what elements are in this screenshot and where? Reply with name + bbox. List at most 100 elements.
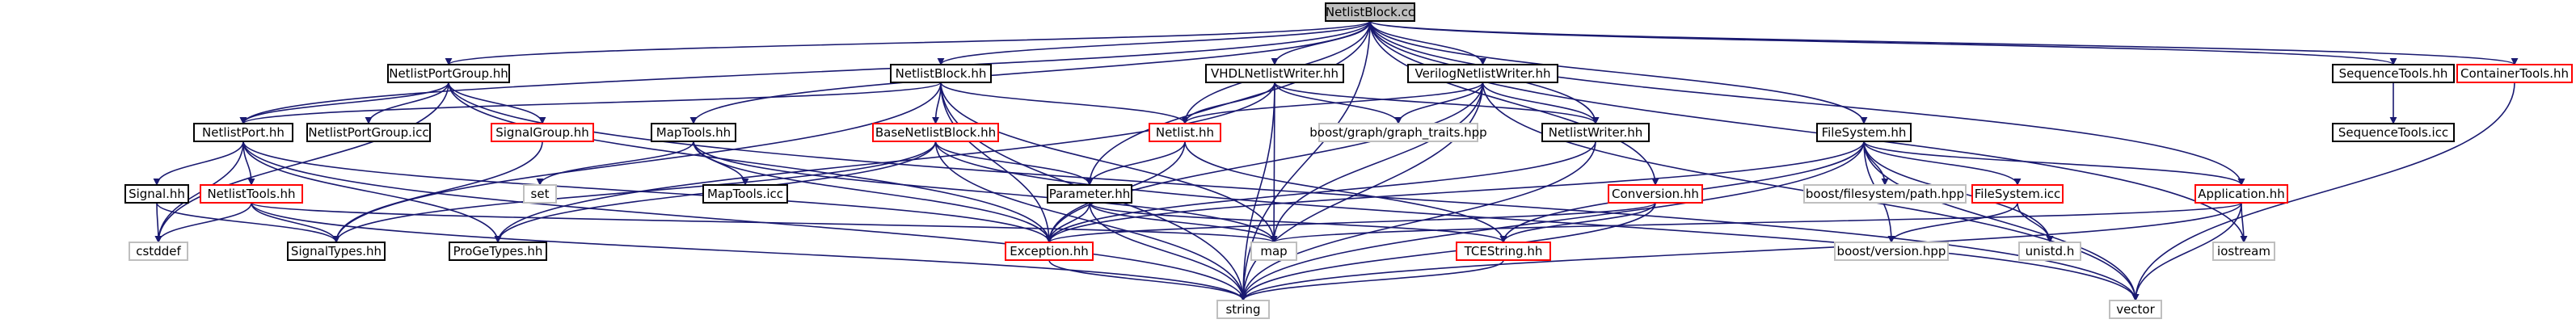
node-label: NetlistWriter.hh <box>1549 125 1643 140</box>
include-edge-signalgroup_hh-to-signaltypes_hh <box>332 141 543 243</box>
node-label: Parameter.hh <box>1049 187 1130 201</box>
include-edge-conversion_hh-to-string <box>1239 202 1656 301</box>
node-conversion-hh[interactable]: Conversion.hh <box>1608 184 1703 204</box>
include-edge-verilognetlistwriter_hh-to-netlist_hh <box>1181 82 1484 124</box>
include-edge-netlistblock_hh-to-netlist_hh <box>940 82 1189 124</box>
include-edge-application_hh-to-string <box>1239 202 2242 301</box>
node-netlisttools-hh[interactable]: NetlistTools.hh <box>200 184 303 204</box>
include-edge-netlistblock_cc-to-sequencetools_hh <box>1369 20 2397 65</box>
node-cstddef: cstddef <box>129 242 188 261</box>
node-label: MapTools.icc <box>707 187 783 201</box>
node-filesystem-hh[interactable]: FileSystem.hh <box>1816 123 1912 142</box>
node-box <box>1803 184 1967 204</box>
node-vhdlnetlistwriter-hh[interactable]: VHDLNetlistWriter.hh <box>1205 64 1344 83</box>
node-sequencetools-hh[interactable]: SequenceTools.hh <box>2332 64 2455 83</box>
node-box <box>890 64 992 83</box>
include-edge-netlistblock_cc-to-conversion_hh <box>1369 20 1659 186</box>
node-box <box>387 64 510 83</box>
include-edge-netlistport_hh-to-progetypes_hh <box>242 141 502 243</box>
node-netlistportgroup-icc[interactable]: NetlistPortGroup.icc <box>306 123 431 142</box>
include-edge-signal_hh-to-signaltypes_hh <box>156 202 340 243</box>
node-box <box>1834 242 1949 261</box>
node-box <box>124 184 189 204</box>
node-box <box>2194 184 2288 204</box>
node-containertools-hh[interactable]: ContainerTools.hh <box>2456 64 2573 83</box>
include-edge-netlistblock_cc-to-containertools_hh <box>1369 20 2519 65</box>
node-signalgroup-hh[interactable]: SignalGroup.hh <box>491 123 594 142</box>
include-edge-netlisttools_hh-to-map <box>251 202 1278 243</box>
include-edge-filesystem_icc-to-unistd_h <box>2017 202 2054 243</box>
node-box <box>1149 123 1221 142</box>
node-map: map <box>1250 242 1297 261</box>
node-netlistportgroup-hh[interactable]: NetlistPortGroup.hh <box>387 64 510 83</box>
include-edge-basenetlistblock_hh-to-signaltypes_hh <box>332 141 937 243</box>
node-label: Netlist.hh <box>1156 125 1214 140</box>
node-box <box>1608 184 1703 204</box>
include-edge-exception_hh-to-string <box>1048 259 1247 301</box>
node-netlistport-hh[interactable]: NetlistPort.hh <box>193 123 293 142</box>
node-label: SequenceTools.hh <box>2339 66 2448 81</box>
include-edge-application_hh-to-map <box>1270 202 2242 243</box>
node-parameter-hh[interactable]: Parameter.hh <box>1047 184 1132 204</box>
include-edge-conversion_hh-to-tcestring_hh <box>1499 202 1656 243</box>
node-sequencetools-icc[interactable]: SequenceTools.icc <box>2332 123 2455 142</box>
node-label: boost/graph/graph_traits.hpp <box>1309 125 1486 141</box>
node-label: NetlistPort.hh <box>202 125 285 140</box>
node-progetypes-hh[interactable]: ProGeTypes.hh <box>449 242 547 261</box>
node-label: Conversion.hh <box>1612 187 1699 201</box>
include-edge-maptools_hh-to-set <box>536 141 694 186</box>
include-edge-verilognetlistwriter_hh-to-map <box>1270 82 1484 243</box>
include-edge-netlisttools_hh-to-string <box>251 202 1247 301</box>
include-edge-netlistportgroup_hh-to-netlistport_hh <box>239 82 449 124</box>
node-maptools-icc[interactable]: MapTools.icc <box>702 184 788 204</box>
node-box <box>1407 64 1558 83</box>
include-edge-netlistport_hh-to-string <box>242 141 1247 301</box>
include-edge-vhdlnetlistwriter_hh-to-string <box>1239 82 1275 301</box>
include-edge-netlistportgroup_hh-to-exception_hh <box>448 82 1053 243</box>
node-verilognetlistwriter-hh[interactable]: VerilogNetlistWriter.hh <box>1407 64 1558 83</box>
include-edge-verilognetlistwriter_hh-to-graph_traits_hpp <box>1394 82 1484 124</box>
node-tcestring-hh[interactable]: TCEString.hh <box>1456 242 1551 261</box>
include-edge-netlistportgroup_hh-to-netlistportgroup_icc <box>365 82 449 124</box>
node-signaltypes-hh[interactable]: SignalTypes.hh <box>287 242 386 261</box>
node-box <box>2109 300 2162 319</box>
node-label: map <box>1260 244 1287 258</box>
node-box <box>1816 123 1912 142</box>
node-box <box>1456 242 1551 261</box>
node-netlistblock-hh[interactable]: NetlistBlock.hh <box>890 64 992 83</box>
node-label: Application.hh <box>2198 187 2285 201</box>
node-application-hh[interactable]: Application.hh <box>2194 184 2288 204</box>
node-box <box>651 123 736 142</box>
node-box <box>523 184 557 204</box>
include-edge-netlistblock_cc-to-string <box>1239 20 1371 301</box>
include-edge-vhdlnetlistwriter_hh-to-netlistwriter_hh <box>1274 82 1600 124</box>
node-unistd-h: unistd.h <box>2018 242 2081 261</box>
node-box <box>2018 242 2081 261</box>
node-box <box>1216 300 1270 319</box>
node-label: FileSystem.icc <box>1975 187 2060 201</box>
node-box <box>1250 242 1297 261</box>
node-netlistblock-cc[interactable]: NetlistBlock.cc <box>1325 2 1415 22</box>
node-path-hpp: boost/filesystem/path.hpp <box>1803 184 1967 204</box>
node-box <box>193 123 293 142</box>
node-netlist-hh[interactable]: Netlist.hh <box>1149 123 1221 142</box>
node-maptools-hh[interactable]: MapTools.hh <box>651 123 736 142</box>
node-signal-hh[interactable]: Signal.hh <box>124 184 189 204</box>
include-edge-basenetlistblock_hh-to-parameter_hh <box>934 141 1094 186</box>
node-exception-hh[interactable]: Exception.hh <box>1005 242 1094 261</box>
include-edge-filesystem_icc-to-version_hpp <box>1887 202 2018 243</box>
node-graph-traits-hpp: boost/graph/graph_traits.hpp <box>1309 123 1487 142</box>
include-edge-parameter_hh-to-map <box>1089 202 1278 243</box>
node-label: VerilogNetlistWriter.hh <box>1414 66 1550 81</box>
node-box <box>2332 123 2455 142</box>
node-label: Exception.hh <box>1010 244 1089 258</box>
node-filesystem-icc[interactable]: FileSystem.icc <box>1971 184 2064 204</box>
node-netlistwriter-hh[interactable]: NetlistWriter.hh <box>1541 123 1650 142</box>
node-box <box>1971 184 2064 204</box>
include-edge-verilognetlistwriter_hh-to-exception_hh <box>1045 82 1484 243</box>
include-edge-netlistport_hh-to-exception_hh <box>242 141 1053 243</box>
node-basenetlistblock-hh[interactable]: BaseNetlistBlock.hh <box>872 123 999 142</box>
node-label: set <box>531 187 550 201</box>
node-box <box>2456 64 2573 83</box>
